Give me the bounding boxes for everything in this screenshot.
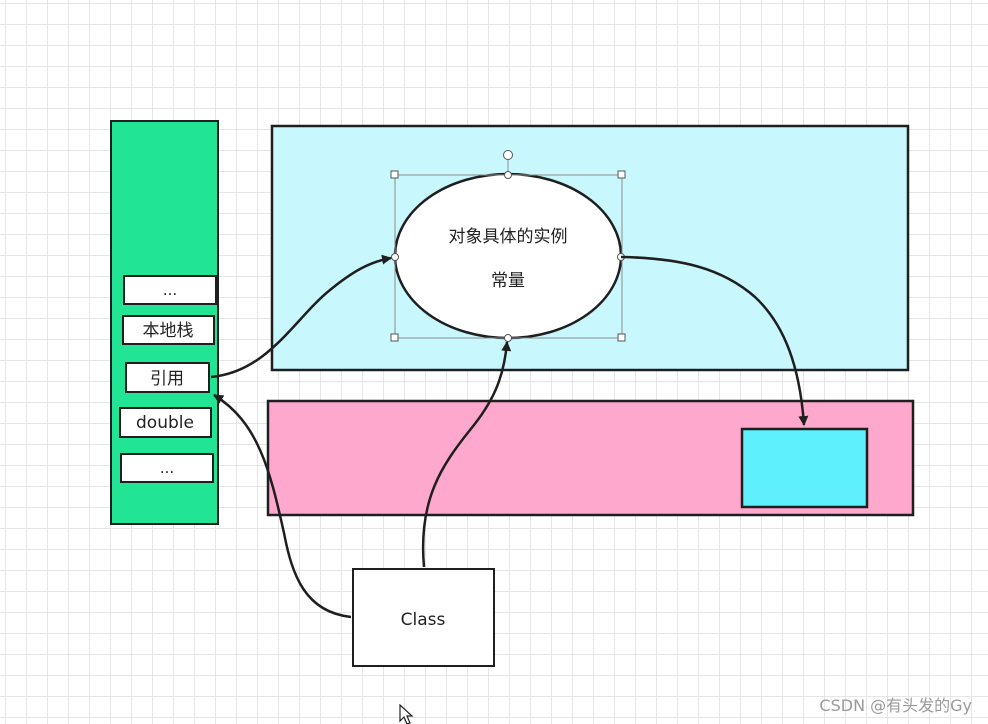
object-label-line2: 常量 [491, 271, 525, 291]
stack-item-1[interactable]: ... [123, 275, 217, 305]
class-box[interactable]: Class [352, 568, 495, 667]
stack-item-label: ... [160, 459, 174, 477]
arrow-class-to-reference[interactable] [213, 393, 352, 619]
class-label: Class [401, 610, 446, 630]
arrow-object-to-heap[interactable] [620, 255, 809, 426]
connection-points[interactable] [391, 171, 625, 342]
stack-item-2[interactable]: 本地栈 [122, 315, 215, 345]
stack-item-3[interactable]: 引用 [125, 362, 210, 393]
object-instance-ellipse[interactable]: 对象具体的实例 常量 [393, 172, 623, 340]
selection-handles[interactable] [390, 170, 626, 342]
rotate-handle[interactable] [503, 150, 513, 160]
stack-item-label: 本地栈 [143, 321, 194, 341]
stack-item-label: 引用 [150, 369, 184, 389]
mouse-cursor-icon [399, 704, 414, 724]
arrow-reference-to-object[interactable] [210, 254, 392, 379]
heap-inner-box[interactable] [740, 427, 869, 509]
stack-item-5[interactable]: ... [120, 453, 214, 483]
stack-item-label: double [136, 413, 194, 433]
watermark: CSDN @有头发的Gy [819, 696, 972, 715]
object-label-line1: 对象具体的实例 [449, 227, 568, 247]
stack-item-label: ... [163, 281, 177, 299]
stack-item-4[interactable]: double [119, 407, 212, 438]
arrow-class-to-object[interactable] [421, 341, 512, 568]
